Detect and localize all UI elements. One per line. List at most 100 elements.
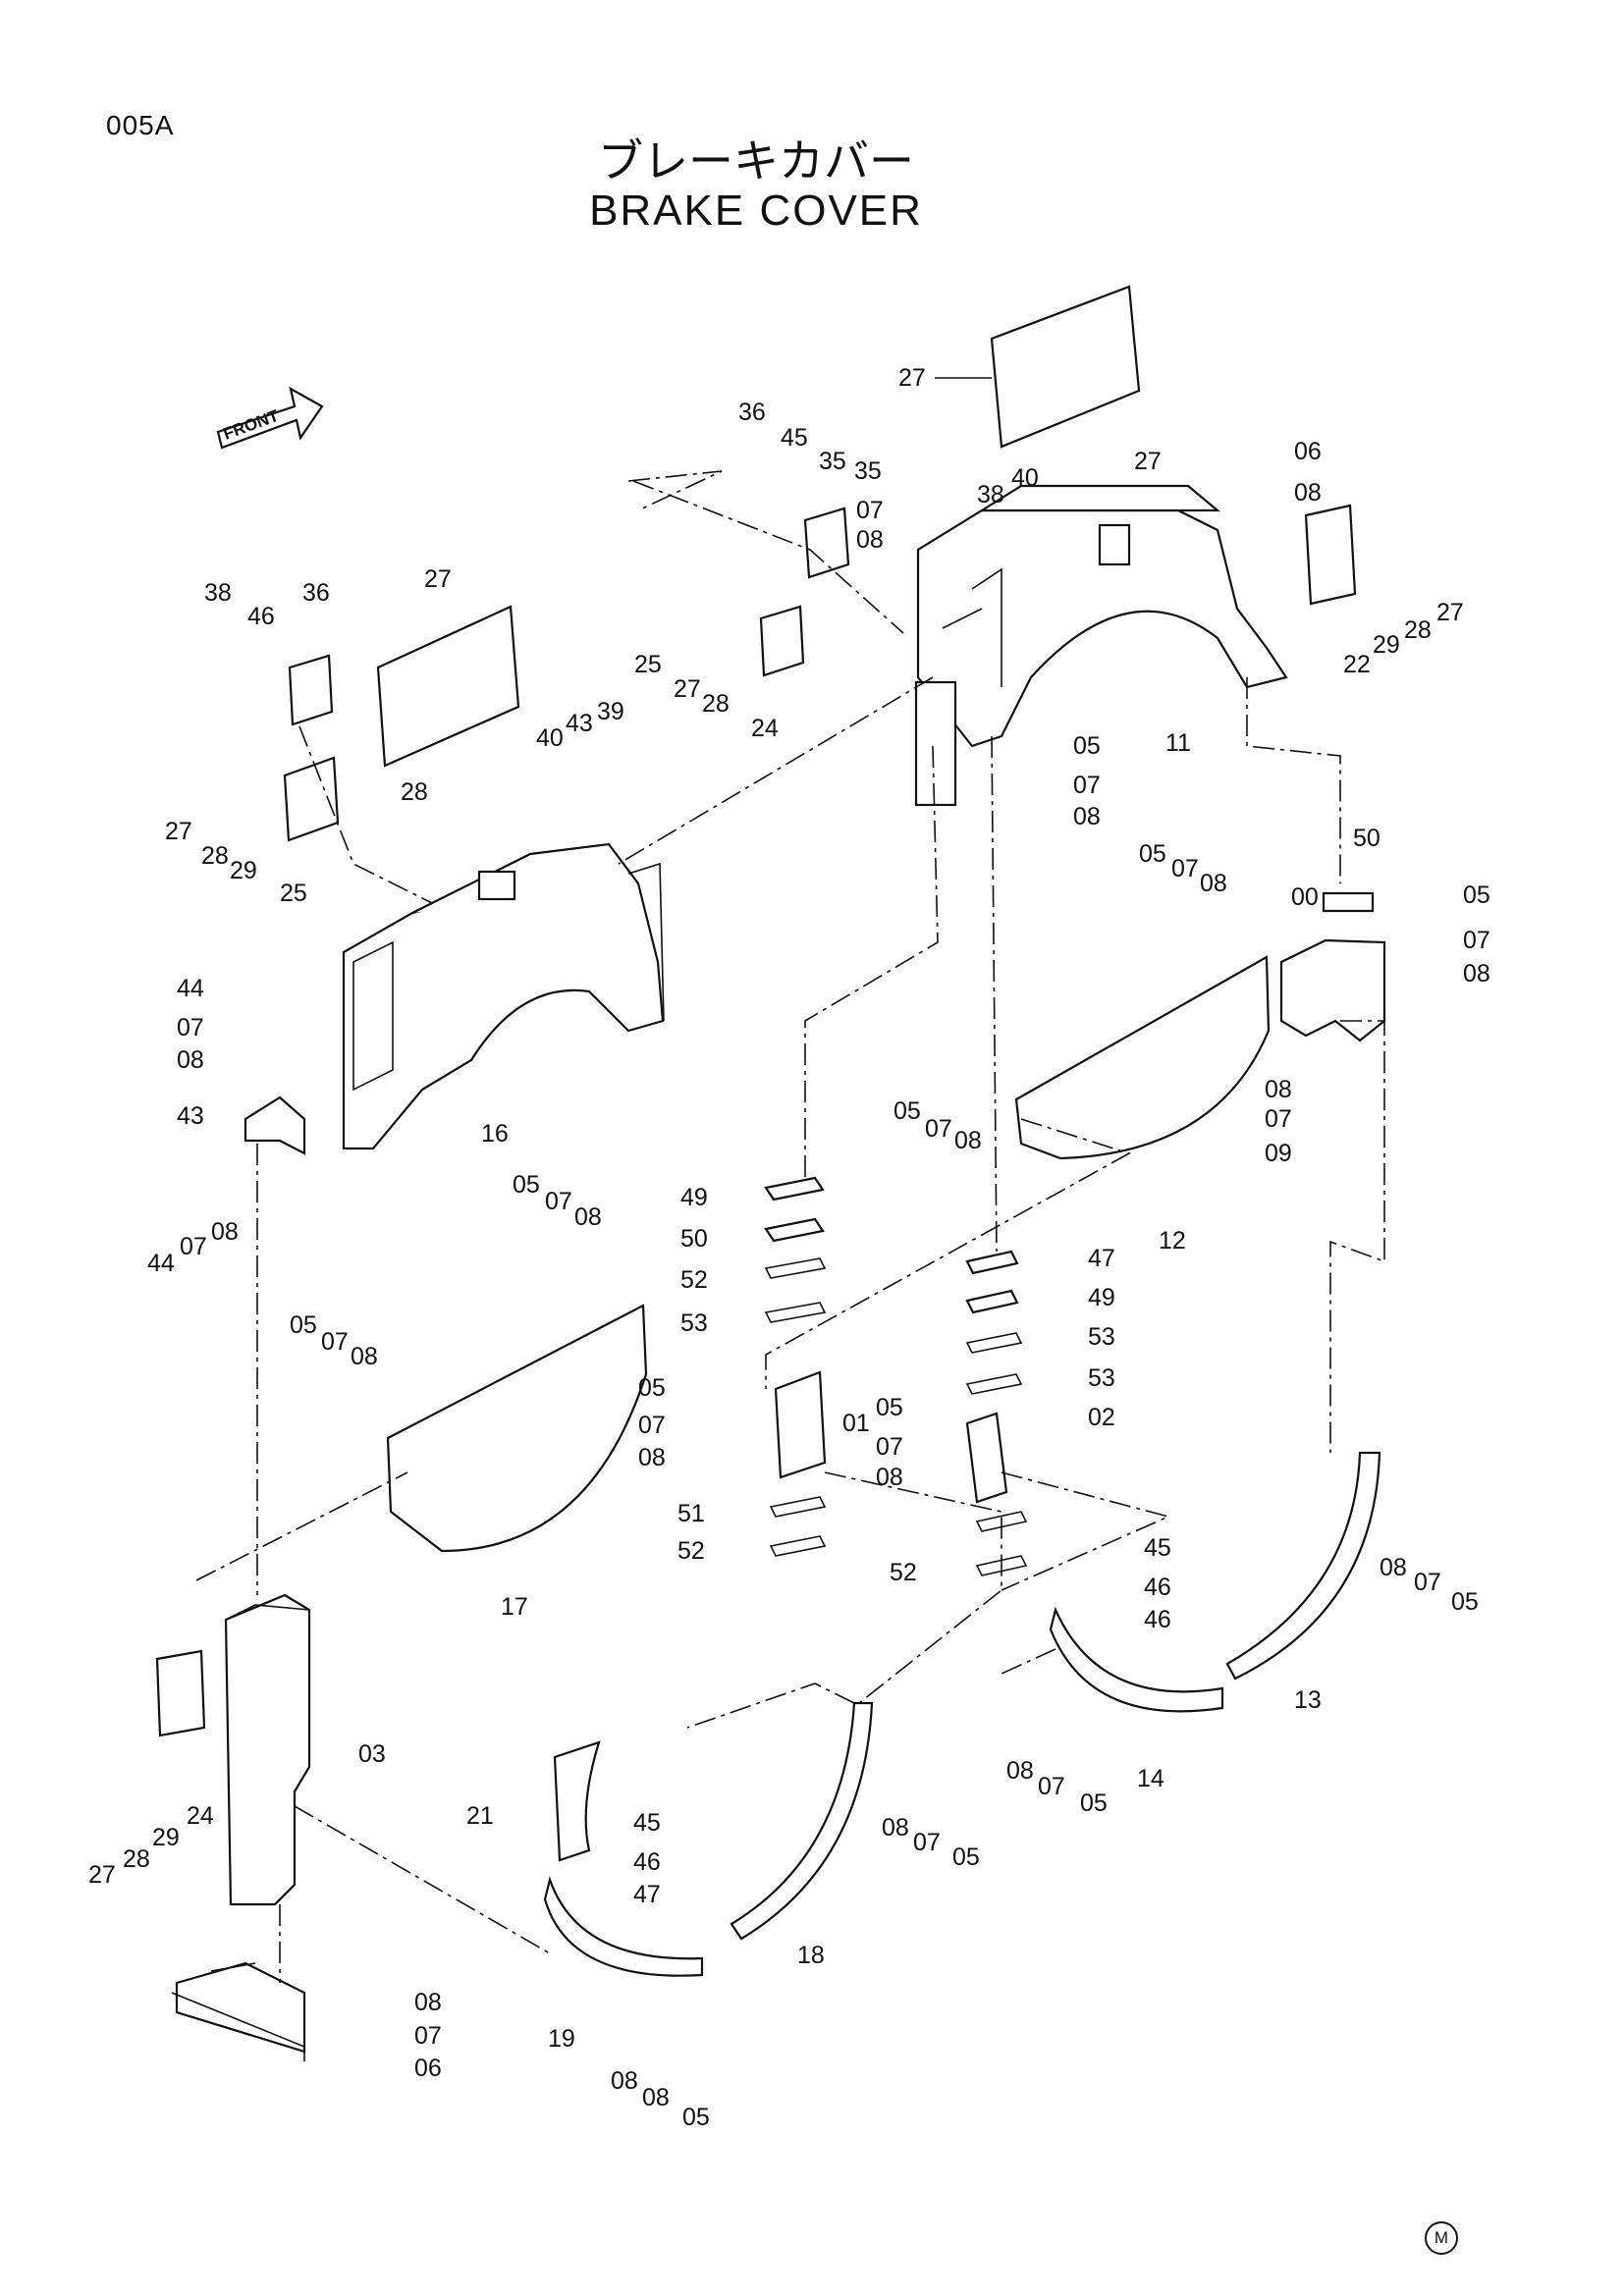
callout-05: 05 [638,1374,666,1402]
cover-17 [386,1304,648,1553]
cover-plate-upper [990,285,1141,449]
callout-08: 08 [1006,1757,1034,1785]
callout-05: 05 [682,2104,710,2131]
callout-27: 27 [88,1861,116,1889]
callout-05: 05 [1080,1789,1108,1817]
callout-12: 12 [1159,1227,1186,1255]
callout-08: 08 [638,1444,666,1471]
callout-07: 07 [856,497,884,524]
callout-25: 24 [751,715,779,742]
callout-22: 27 [1134,448,1162,475]
callout-38: 39 [597,698,624,725]
callout-28: 28 [201,842,229,870]
callout-08: 08 [1073,803,1101,830]
callout-53: 53 [1088,1364,1115,1392]
callout-03: 03 [358,1740,386,1768]
callout-18: 18 [797,1942,825,1969]
callout-21: 27 [898,364,926,392]
callout-47: 47 [633,1881,661,1908]
callout-49: 47 [1088,1245,1115,1272]
callout-08: 08 [1200,870,1227,897]
callout-08: 08 [954,1127,982,1154]
guard-18 [730,1701,874,1941]
callout-07: 07 [1038,1773,1065,1800]
callout-46: 46 [1144,1574,1171,1601]
plate-24-right [1304,504,1357,606]
callout-21: 27 [424,565,452,593]
guard-13 [1225,1451,1381,1681]
brake-housing-right [914,484,1288,807]
callout-52: 52 [890,1559,917,1586]
callout-05: 05 [290,1311,317,1339]
callout-07: 07 [180,1233,207,1260]
title-english: BRAKE COVER [589,187,923,235]
callout-24: 24 [187,1802,214,1830]
guard-14 [1049,1606,1224,1713]
callout-05: 05 [513,1171,540,1199]
callout-53: 52 [680,1266,708,1294]
callout-40: 43 [566,710,593,737]
callout-07: 07 [1265,1105,1292,1133]
callout-51: 50 [1353,825,1380,852]
callout-06: 06 [1294,438,1322,465]
callout-05: 05 [952,1843,980,1871]
callout-08: 08 [574,1203,602,1231]
plate-20 [553,1740,601,1862]
block-01 [774,1370,827,1479]
callout-52: 52 [677,1537,705,1565]
callout-14: 14 [1137,1765,1164,1792]
callout-07: 07 [321,1328,349,1356]
plate-51 [1322,891,1375,913]
plate-25-left [283,756,340,842]
callout-44: 44 [147,1250,175,1277]
callout-07: 07 [1463,927,1490,954]
callout-07: 07 [545,1188,572,1215]
callout-24: 22 [1343,651,1371,678]
callout-08: 08 [211,1218,239,1246]
cover-plate-left [376,605,520,768]
callout-05: 05 [893,1097,921,1125]
callout-05: 05 [876,1394,903,1421]
callout-08: 08 [876,1464,903,1491]
callout-07: 07 [177,1014,204,1041]
shim-stack-left [764,1176,827,1557]
callout-27: 25 [634,651,662,678]
callout-28: 28 [123,1845,150,1873]
callout-07: 07 [414,2022,442,2050]
assembly-lines [195,470,1385,1983]
callout-16: 16 [481,1120,509,1148]
callout-02: 02 [1088,1404,1115,1431]
callout-07: 07 [913,1829,941,1856]
callout-08: 08 [351,1343,378,1370]
callout-36: 38 [204,579,232,607]
callout-35: 36 [302,579,330,607]
callout-07: 07 [1073,772,1101,799]
callout-05: 05 [1139,840,1166,868]
callout-29: 28 [702,690,730,718]
callout-01: 01 [842,1410,870,1437]
plate-35-upper [803,507,850,579]
callout-08: 08 [1463,960,1490,988]
callout-49: 49 [1088,1284,1115,1311]
callout-45: 45 [1144,1534,1171,1562]
callout-33: 35 [854,457,882,485]
callout-27: 27 [165,818,192,845]
callout-08: 08 [856,526,884,554]
callout-13: 13 [1294,1686,1322,1714]
callout-08: 08 [414,1989,442,2016]
callout-20: 21 [466,1802,494,1830]
callout-46: 45 [781,424,808,452]
callout-07: 07 [876,1433,903,1461]
callout-00: 00 [1291,883,1319,911]
callout-09: 09 [1265,1140,1292,1167]
bracket-43 [244,1095,306,1155]
part-callouts: 27 27 27 28 06 08 05 07 08 11 35 07 08 3… [88,364,1490,2131]
callout-47: 46 [1144,1606,1171,1633]
callout-29: 29 [230,857,257,884]
callout-08: 08 [882,1814,909,1842]
callout-11: 11 [1165,729,1191,757]
callout-07: 07 [1171,855,1199,882]
cover-12 [1014,955,1271,1160]
callout-08: 08 [1294,479,1322,507]
